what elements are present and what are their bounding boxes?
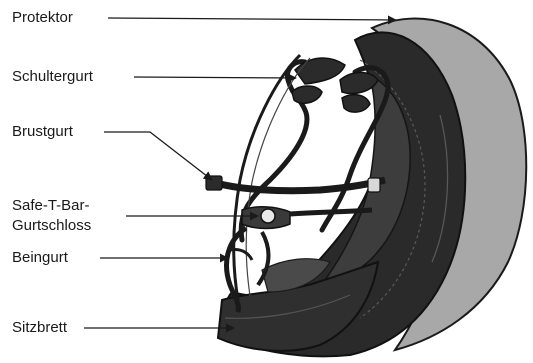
- label-protektor: Protektor: [12, 8, 73, 27]
- label-schultergurt: Schultergurt: [12, 67, 93, 86]
- label-brustgurt: Brustgurt: [12, 122, 73, 141]
- chest-strap: [212, 180, 385, 191]
- label-sitzbrett: Sitzbrett: [12, 318, 67, 337]
- label-safe-t-bar-line1: Safe-T-Bar-: [12, 196, 90, 215]
- label-safe-t-bar-line2: Gurtschloss: [12, 216, 91, 235]
- label-beingurt: Beingurt: [12, 248, 68, 267]
